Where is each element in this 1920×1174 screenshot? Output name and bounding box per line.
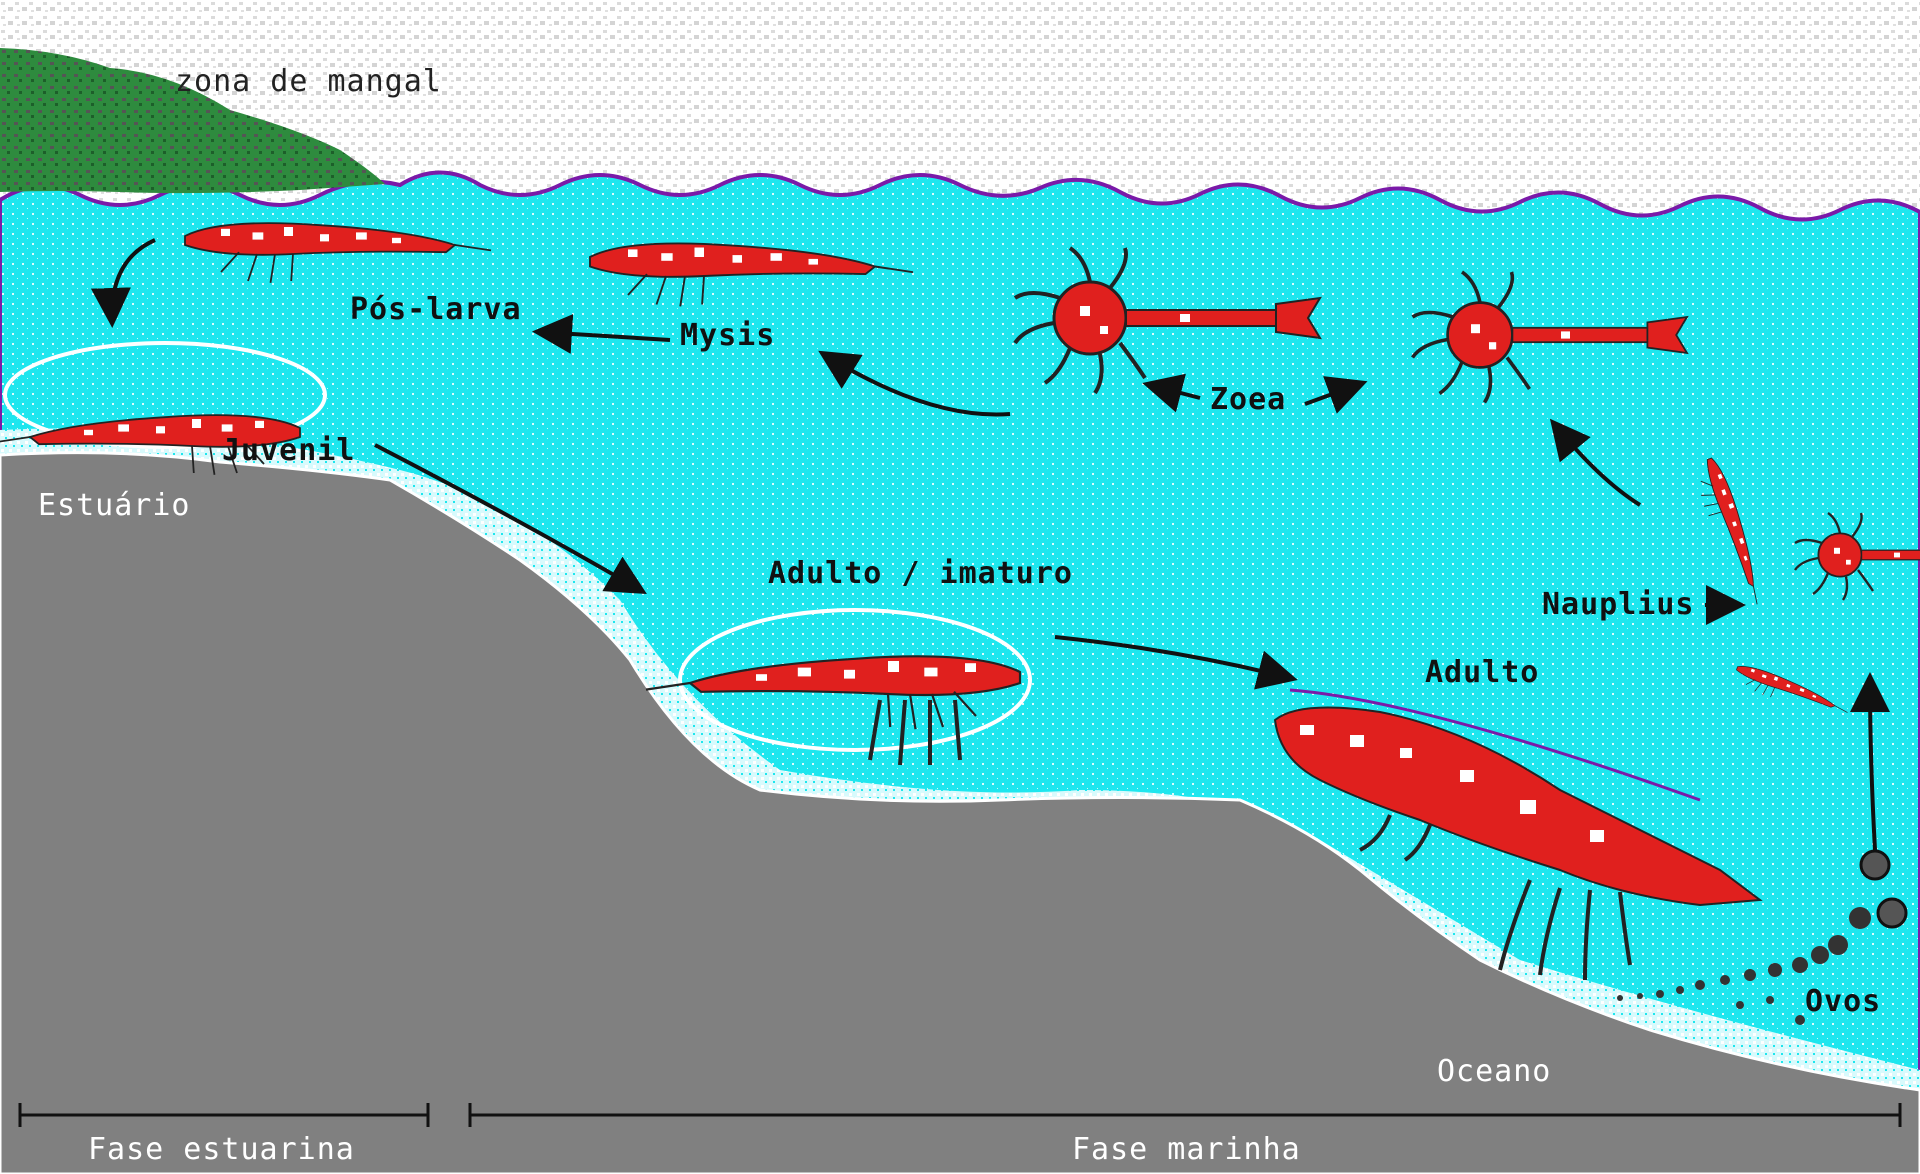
- estuarine-phase-label: Fase estuarina: [88, 1132, 355, 1167]
- immature-adult-label: Adulto / imaturo: [768, 556, 1073, 591]
- eggs-label: Ovos: [1805, 984, 1881, 1019]
- nauplius-label: Nauplius: [1542, 587, 1695, 622]
- adult-label: Adulto: [1425, 655, 1539, 690]
- marine-phase-label: Fase marinha: [1072, 1132, 1301, 1167]
- zoea-label: Zoea: [1210, 382, 1286, 417]
- juvenile-label: Juvenil: [222, 433, 355, 468]
- ocean-label: Oceano: [1437, 1054, 1551, 1089]
- estuary-label: Estuário: [38, 488, 191, 523]
- mangrove-zone-label: zona de mangal: [175, 64, 442, 99]
- postlarva-label: Pós-larva: [350, 292, 522, 327]
- mysis-label: Mysis: [680, 318, 775, 353]
